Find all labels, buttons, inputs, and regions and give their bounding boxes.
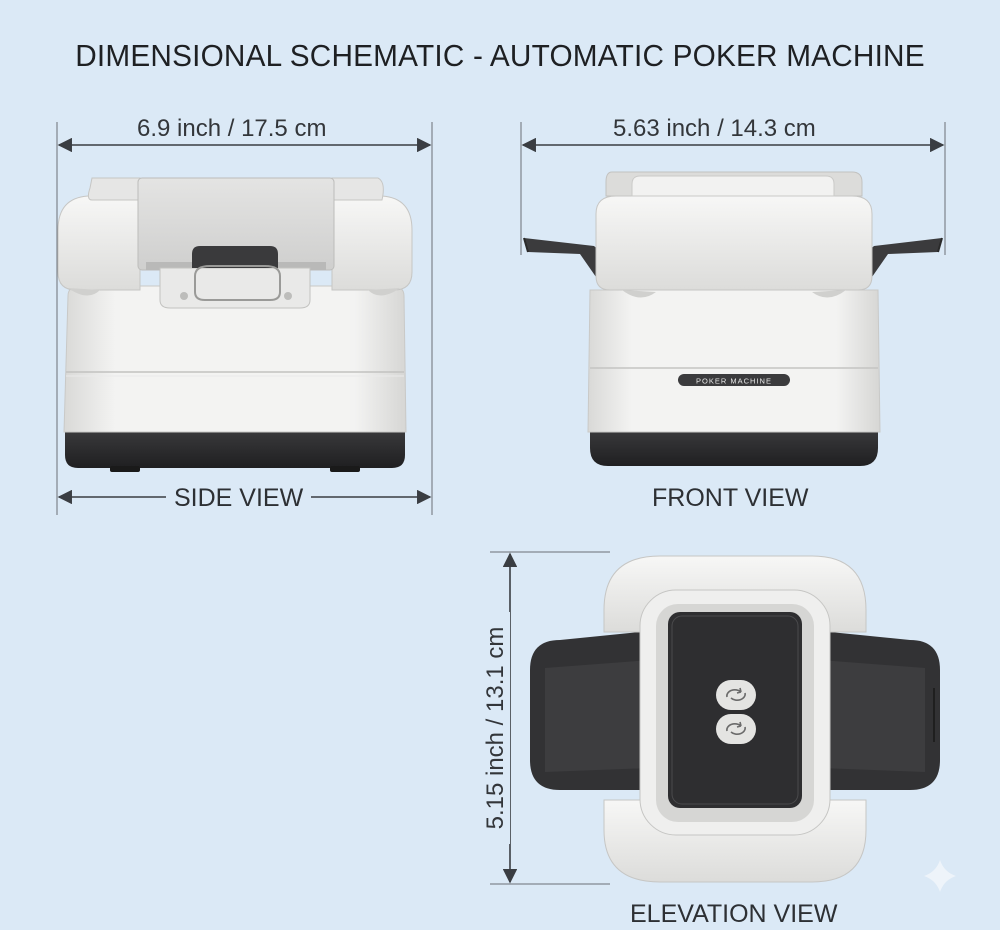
side-left-wing bbox=[57, 195, 141, 291]
front-right-tray bbox=[856, 238, 942, 300]
side-handle-block bbox=[159, 267, 311, 309]
sparkle-icon bbox=[924, 860, 956, 892]
side-view bbox=[56, 122, 433, 515]
front-brand-plate bbox=[678, 374, 790, 386]
elevation-height-label: 5.15 inch / 13.1 cm bbox=[482, 612, 510, 844]
deal-button[interactable] bbox=[716, 714, 756, 744]
front-brand-text: POKER MACHINE bbox=[696, 377, 772, 386]
side-width-label: 6.9 inch / 17.5 cm bbox=[131, 115, 333, 143]
front-left-tray bbox=[524, 238, 612, 300]
shuffle-icon bbox=[726, 687, 742, 698]
front-view: POKER MACHINE bbox=[520, 122, 946, 466]
page-title: DIMENSIONAL SCHEMATIC - AUTOMATIC POKER … bbox=[75, 38, 925, 73]
deal-icon bbox=[726, 721, 742, 732]
front-width-label: 5.63 inch / 14.3 cm bbox=[607, 115, 822, 143]
front-body bbox=[587, 289, 881, 433]
shuffle-button[interactable] bbox=[716, 680, 756, 710]
elevation-view-label: ELEVATION VIEW bbox=[622, 900, 846, 929]
front-view-label: FRONT VIEW bbox=[644, 484, 817, 513]
elevation-view bbox=[490, 551, 956, 892]
front-base bbox=[590, 430, 878, 466]
side-right-wing bbox=[331, 195, 413, 291]
side-base bbox=[65, 430, 405, 468]
front-top-housing bbox=[595, 195, 873, 291]
side-view-label: SIDE VIEW bbox=[166, 484, 312, 513]
